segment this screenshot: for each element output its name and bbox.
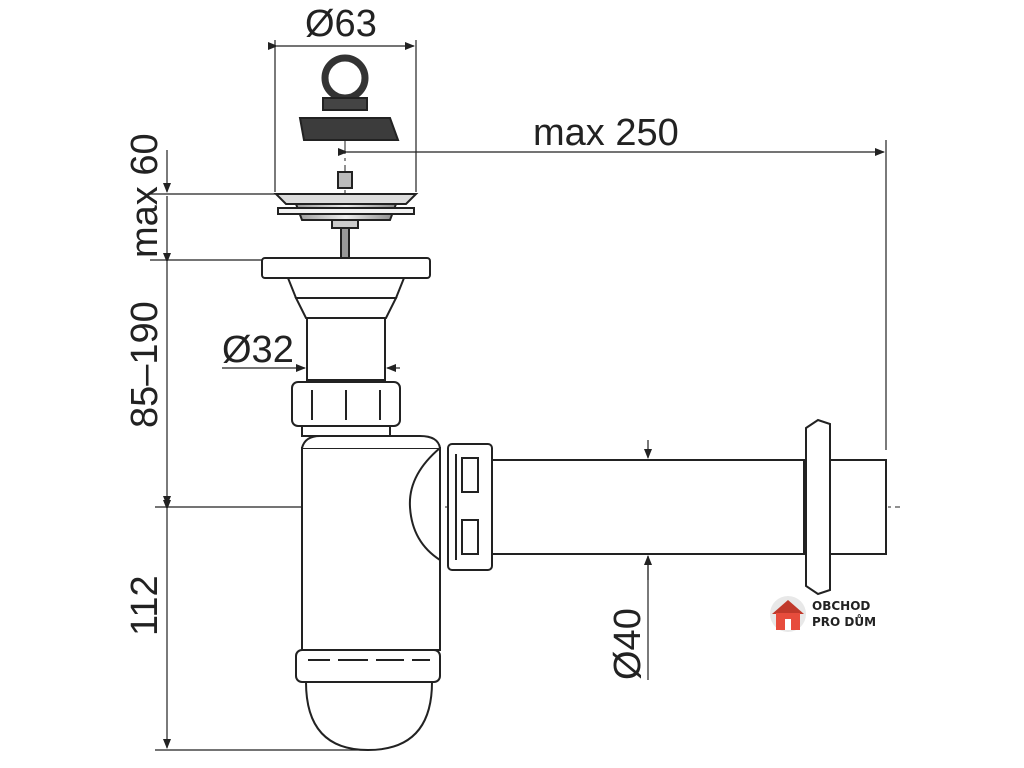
- inlet-tube: [306, 317, 386, 381]
- dimension-lines: [150, 40, 887, 751]
- stopper-plug: [298, 54, 400, 141]
- label-trap-depth: 112: [124, 575, 166, 636]
- siphon-bottle: [301, 435, 441, 651]
- logo-line1: OBCHOD: [812, 599, 870, 613]
- outlet-nut: [447, 443, 493, 571]
- shop-logo: OBCHOD PRO DŮM: [770, 596, 876, 632]
- label-max-reach: max 250: [533, 112, 679, 154]
- label-adjust-range: 85–190: [124, 301, 166, 428]
- house-icon: [770, 596, 806, 632]
- label-max-height: max 60: [124, 133, 166, 258]
- drain-flange: [261, 257, 431, 319]
- logo-line2: PRO DŮM: [812, 614, 876, 629]
- bottom-nut: [295, 649, 441, 752]
- label-outlet-diameter: Ø40: [607, 608, 649, 680]
- center-lines: [170, 140, 900, 750]
- label-inlet-diameter: Ø32: [222, 329, 294, 371]
- union-nut: [291, 381, 401, 437]
- outlet-pipe: [491, 418, 887, 596]
- label-top-diameter: Ø63: [305, 3, 377, 45]
- sink-strainer: [273, 171, 419, 259]
